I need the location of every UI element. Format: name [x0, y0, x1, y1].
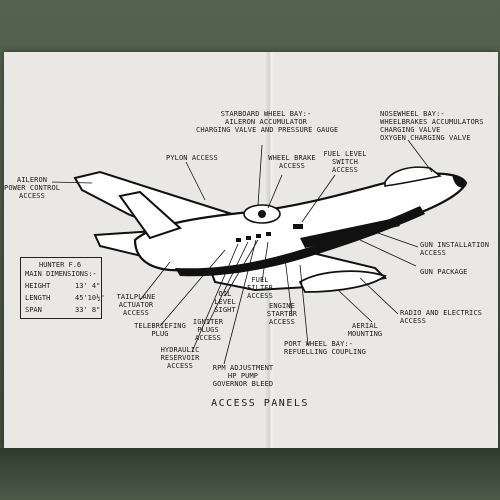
- label-aerial-mounting: AERIAL MOUNTING: [347, 322, 383, 338]
- dimensions-title: HUNTER F.6: [39, 261, 82, 269]
- dimension-name: LENGTH: [25, 294, 51, 302]
- label-fuel-filter: FUEL FILTER ACCESS: [247, 276, 273, 300]
- label-pylon-access: PYLON ACCESS: [166, 154, 218, 162]
- label-wheel-brake: WHEEL BRAKE ACCESS: [268, 154, 316, 170]
- label-starboard-wheel-bay: STARBOARD WHEEL BAY:- AILERON ACCUMULATO…: [196, 110, 339, 134]
- canopy: [384, 166, 442, 187]
- fuselage-underside: [175, 206, 425, 277]
- dimension-value: 45'10½": [75, 294, 105, 302]
- label-gun-installation: GUN INSTALLATION ACCESS: [420, 241, 490, 257]
- dimensions-subtitle: MAIN DIMENSIONS:-: [25, 270, 97, 278]
- table-surface: [0, 448, 500, 500]
- dimensions-box: HUNTER F.6 MAIN DIMENSIONS:- HEIGHT 13' …: [20, 257, 105, 319]
- nose-cone: [452, 174, 467, 188]
- dimension-value: 13' 4": [75, 282, 101, 290]
- fin: [118, 190, 182, 240]
- label-gun-package: GUN PACKAGE: [420, 268, 468, 276]
- label-engine-starter: ENGINE STARTER ACCESS: [266, 302, 298, 326]
- label-aileron-power-control: AILERON POWER CONTROL ACCESS: [4, 176, 61, 200]
- label-telebriefing-plug: TELEBRIEFING PLUG: [134, 322, 186, 338]
- dimension-value: 33' 8": [75, 306, 101, 314]
- label-nosewheel-bay: NOSEWHEEL BAY:- WHEELBRAKES ACCUMULATORS…: [380, 110, 484, 142]
- dimension-name: SPAN: [25, 306, 42, 314]
- dimension-name: HEIGHT: [25, 282, 51, 290]
- label-oil-level: OIL LEVEL SIGHT: [214, 290, 236, 314]
- diagram-title: ACCESS PANELS: [211, 398, 309, 409]
- gun-package-panel: [300, 218, 400, 248]
- label-fuel-level-switch: FUEL LEVEL SWITCH ACCESS: [323, 150, 367, 174]
- label-tailplane-actuator: TAILPLANE ACTUATOR ACCESS: [116, 293, 156, 317]
- label-igniter-plugs: IGNITER PLUGS ACCESS: [192, 318, 224, 342]
- label-port-wheel-bay: PORT WHEEL BAY:- REFUELLING COUPLING: [284, 340, 366, 356]
- label-radio-electrics: RADIO AND ELECTRICS ACCESS: [400, 309, 482, 325]
- label-hydraulic-reservoir: HYDRAULIC RESERVOIR ACCESS: [160, 346, 200, 370]
- label-rpm-adjustment: RPM ADJUSTMENT HP PUMP GOVERNOR BLEED: [212, 364, 274, 388]
- port-drop-tank: [298, 270, 387, 293]
